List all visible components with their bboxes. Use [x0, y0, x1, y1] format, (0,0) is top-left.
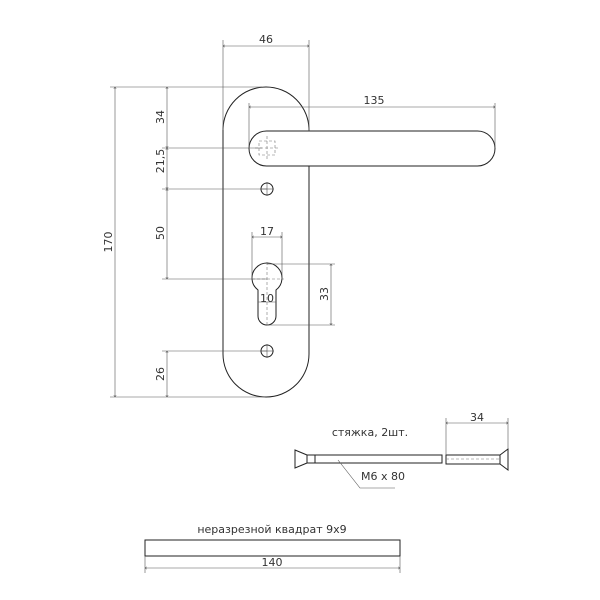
- dim-plate-width: 46: [259, 33, 273, 46]
- dim-square-length: 140: [262, 556, 283, 569]
- dim-top-to-spindle: 34: [154, 110, 167, 124]
- square-label: неразрезной квадрат 9x9: [197, 523, 346, 536]
- dim-slot-width: 10: [260, 292, 274, 305]
- dim-hole-to-cylinder: 50: [154, 226, 167, 240]
- screw-bolt: [294, 449, 443, 469]
- screw-sleeve: [445, 448, 509, 471]
- dim-total-height: 170: [102, 232, 115, 253]
- lever: [248, 130, 496, 167]
- backplate: [222, 86, 310, 398]
- spindle-square: [144, 539, 401, 557]
- cylinder-cutout: [251, 262, 283, 326]
- dim-hole-to-bottom: 26: [154, 367, 167, 381]
- dim-spindle-to-hole: 21,5: [154, 149, 167, 174]
- screws-label: стяжка, 2шт.: [332, 426, 408, 439]
- dim-cylinder-height: 33: [318, 287, 331, 301]
- dim-lever-length: 135: [364, 94, 385, 107]
- dim-sleeve-length: 34: [470, 411, 484, 424]
- dim-cylinder-width: 17: [260, 225, 274, 238]
- screw-size-label: M6 x 80: [361, 470, 405, 483]
